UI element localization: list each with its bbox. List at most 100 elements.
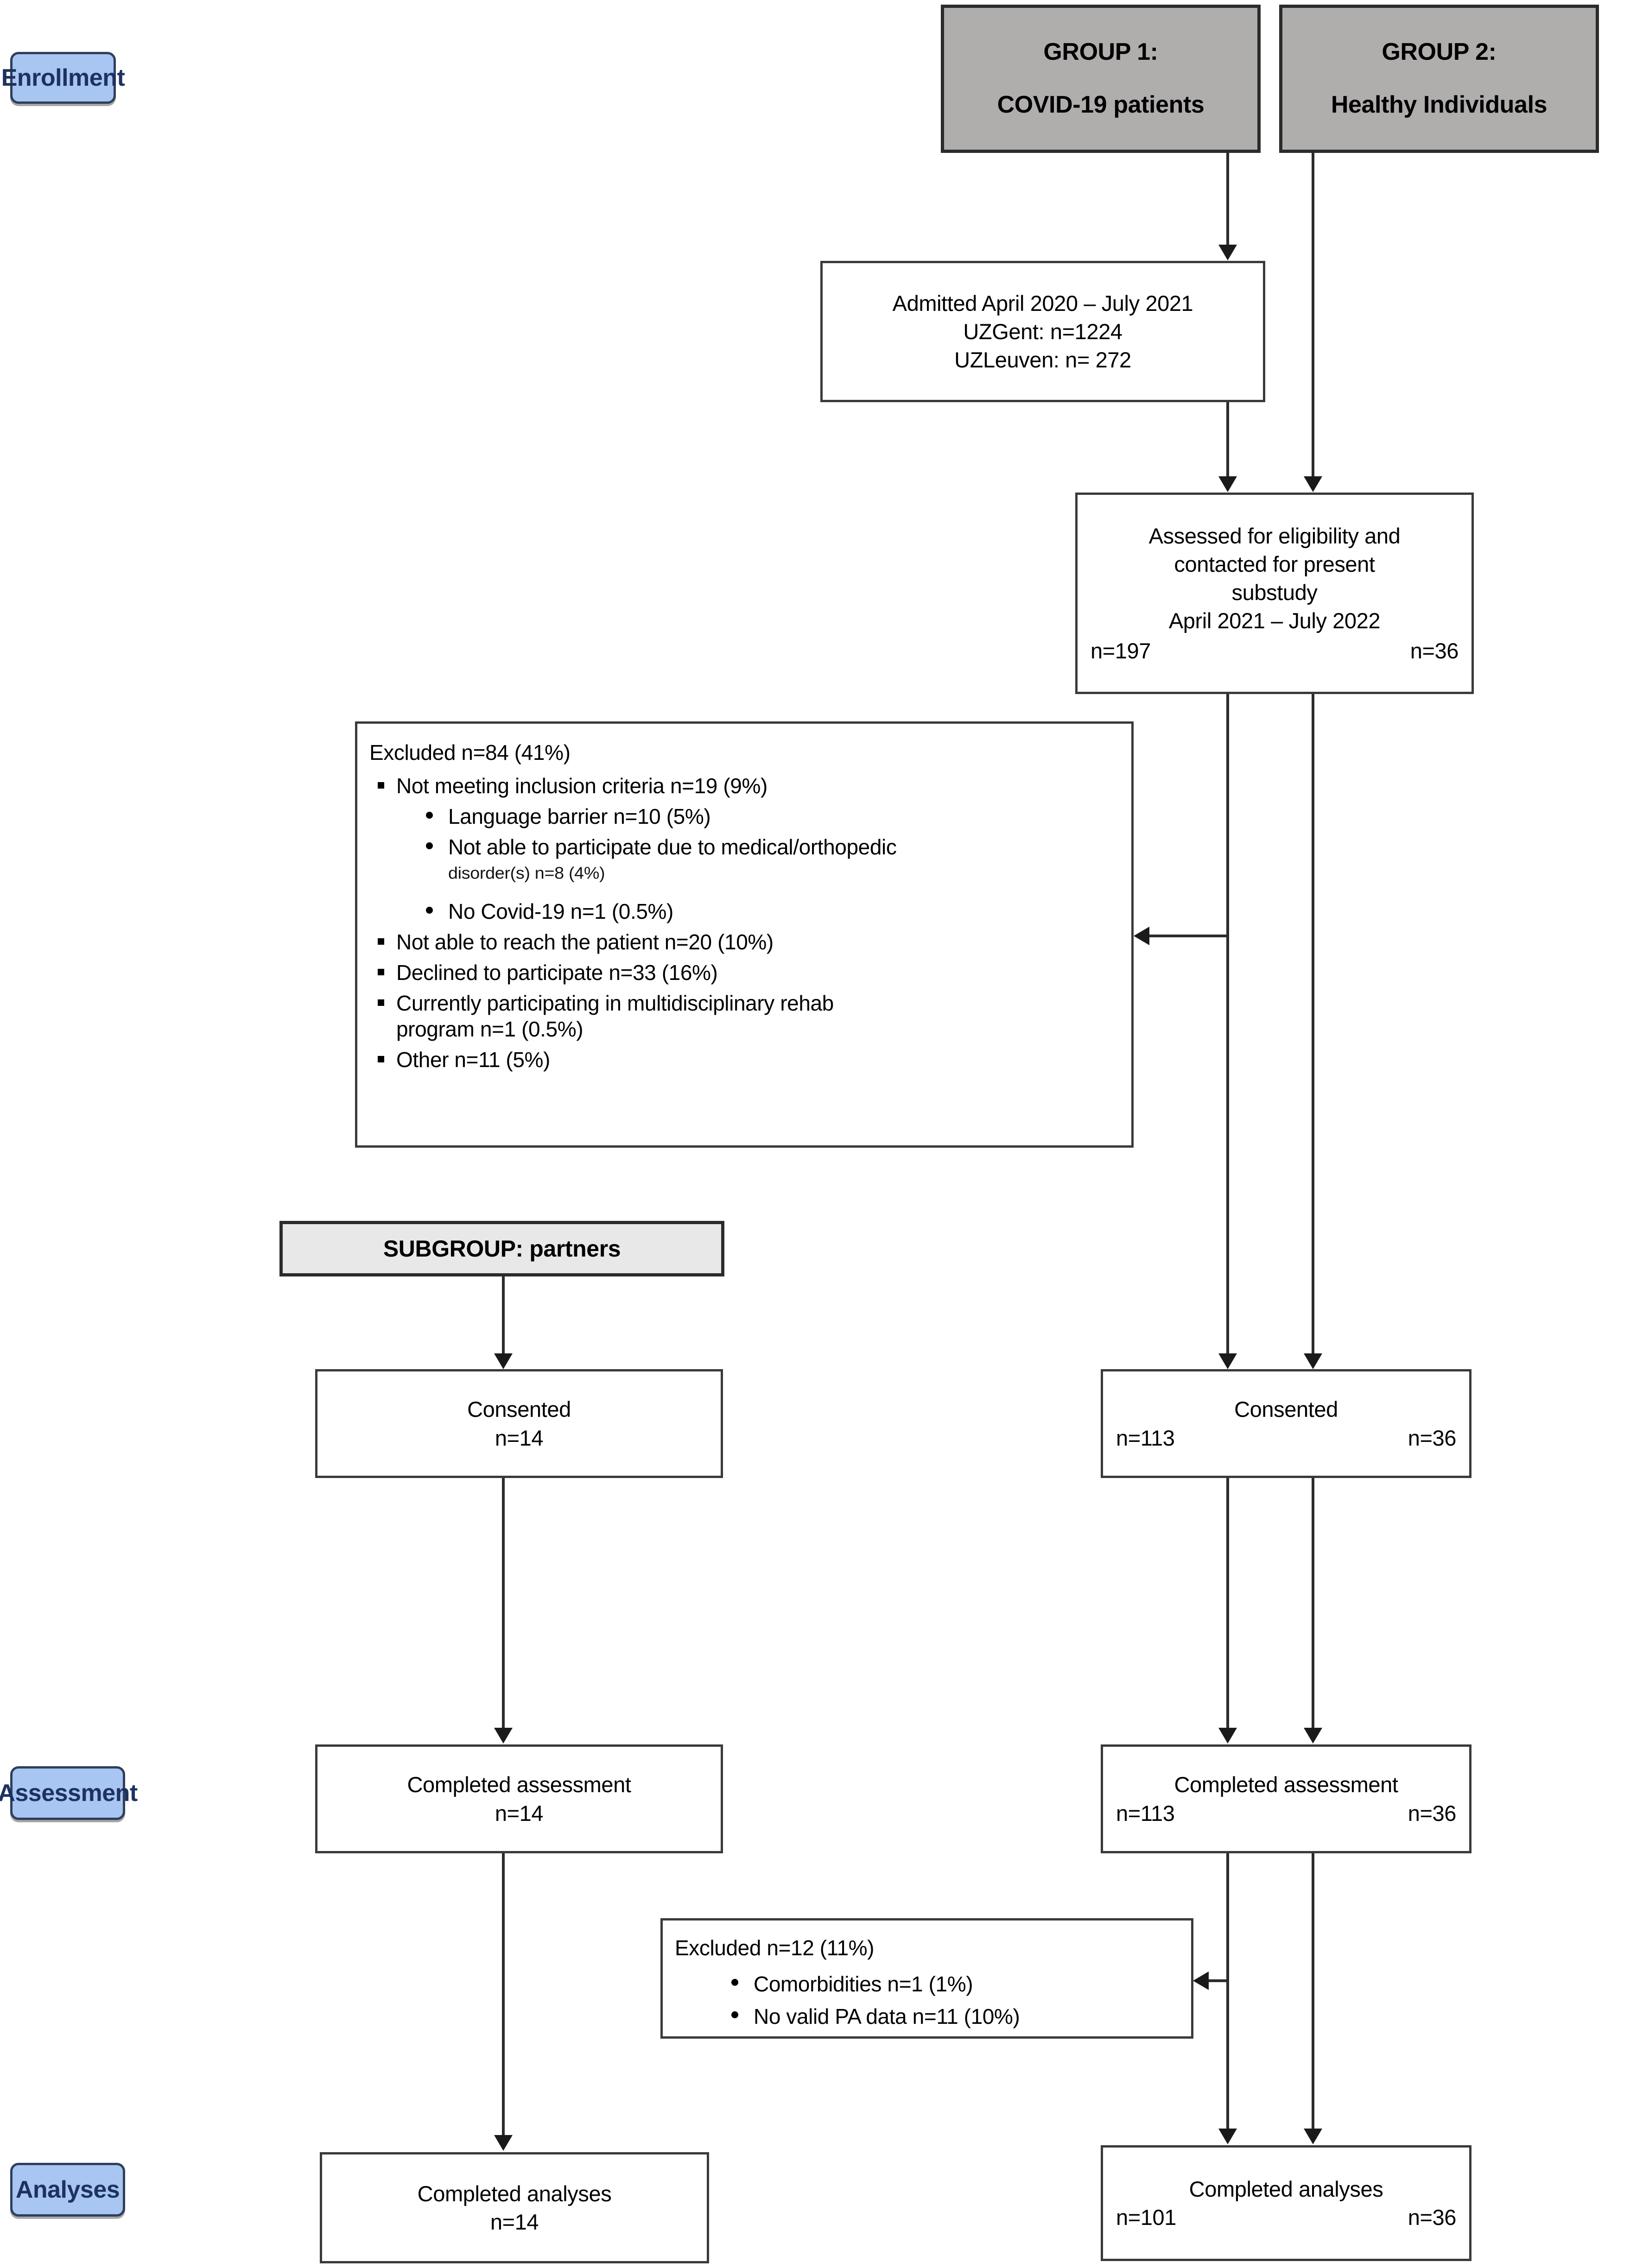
group1-heading: GROUP 1: [1043, 38, 1158, 66]
excluded-enrollment-box: Excluded n=84 (41%) Not meeting inclusio… [355, 721, 1134, 1148]
arrow-consented-to-assessment-partners-icon [494, 1728, 513, 1744]
group2-subheading: Healthy Individuals [1331, 91, 1548, 118]
connector-group1-to-admitted [1226, 153, 1229, 246]
arrow-assessment-to-analyses-partners-icon [494, 2135, 513, 2151]
phase-label-analyses: Analyses [10, 2163, 125, 2217]
consented-main-n-row: n=113 n=36 [1103, 1424, 1469, 1452]
analyses-partners-n: n=14 [490, 2210, 539, 2234]
arrow-group1-to-admitted-icon [1218, 245, 1237, 260]
connector-assessment-to-analyses-main-left [1226, 1853, 1229, 2129]
phase-label-assessment-text: Assessment [0, 1780, 138, 1807]
excluded-item-text: Not able to reach the patient n=20 (10%) [396, 929, 774, 954]
consented-partners-box: Consented n=14 [315, 1369, 723, 1478]
phase-label-analyses-text: Analyses [15, 2176, 120, 2203]
connector-consented-to-assessment-main-right [1312, 1478, 1314, 1729]
assessment-main-box: Completed assessment n=113 n=36 [1101, 1744, 1471, 1853]
group1-subheading: COVID-19 patients [997, 91, 1205, 118]
group2-box: GROUP 2: Healthy Individuals [1279, 5, 1599, 153]
excluded-item: Not able to reach the patient n=20 (10%) [378, 929, 1119, 955]
subgroup-partners-box: SUBGROUP: partners [279, 1221, 724, 1276]
arrow-group2-to-assessed-icon [1304, 476, 1322, 492]
analyses-partners-title: Completed analyses [417, 2181, 612, 2206]
excluded-subitem-text: Language barrier n=10 (5%) [448, 804, 711, 829]
assessed-line-1: Assessed for eligibility and [1148, 523, 1401, 548]
excluded-item: Other n=11 (5%) [378, 1047, 1119, 1073]
phase-label-assessment: Assessment [0, 1766, 138, 1820]
excluded-subitem-text-cont: disorder(s) n=8 (4%) [448, 864, 605, 883]
assessed-line-4: April 2021 – July 2022 [1168, 608, 1381, 633]
consented-partners-title: Consented [467, 1397, 571, 1422]
excluded-item-text: Not meeting inclusion criteria n=19 (9%) [396, 774, 767, 798]
excluded-subitem: No Covid-19 n=1 (0.5%) [426, 898, 1119, 924]
excluded-item-text: Other n=11 (5%) [396, 1048, 550, 1072]
assessment-main-n-row: n=113 n=36 [1103, 1799, 1469, 1827]
excluded-enrollment-heading: Excluded n=84 (41%) [369, 740, 571, 764]
phase-label-enrollment: Enrollment [1, 52, 125, 104]
arrow-consented-to-assessment-main-right-icon [1304, 1728, 1322, 1744]
analyses-main-n-right: n=36 [1408, 2205, 1457, 2230]
connector-to-excluded-assessment [1208, 1979, 1228, 1982]
excluded-subitem: Not able to participate due to medical/o… [426, 834, 1119, 886]
excluded-item: Currently participating in multidiscipli… [378, 990, 1119, 1042]
admitted-line-3: UZLeuven: n= 272 [954, 347, 1131, 373]
excluded-assessment-box: Excluded n=12 (11%) Comorbidities n=1 (1… [660, 1918, 1193, 2039]
group1-box: GROUP 1: COVID-19 patients [941, 5, 1261, 153]
connector-consented-to-assessment-main-left [1226, 1478, 1229, 1729]
excluded-item-text-cont: program n=1 (0.5%) [396, 1017, 584, 1041]
excluded-assessment-item: No valid PA data n=11 (10%) [731, 2003, 1020, 2031]
assessed-n-row: n=197 n=36 [1078, 637, 1471, 665]
assessment-partners-box: Completed assessment n=14 [315, 1744, 723, 1853]
arrow-assessment-to-analyses-main-left-icon [1218, 2129, 1237, 2144]
arrow-admitted-to-assessed-icon [1218, 476, 1237, 492]
excluded-assessment-list: Comorbidities n=1 (1%) No valid PA data … [675, 1966, 1020, 2035]
analyses-main-n-row: n=101 n=36 [1103, 2203, 1469, 2231]
assessed-line-3: substudy [1231, 580, 1318, 605]
connector-assessed-to-consented-left [1226, 694, 1229, 1354]
analyses-main-box: Completed analyses n=101 n=36 [1101, 2145, 1471, 2261]
excluded-subitem-text: Not able to participate due to medical/o… [448, 835, 897, 859]
excluded-subitem: Language barrier n=10 (5%) [426, 803, 1119, 829]
arrow-assessed-to-consented-right-icon [1304, 1353, 1322, 1369]
admitted-line-2: UZGent: n=1224 [963, 319, 1123, 344]
assessed-n-left: n=197 [1091, 638, 1151, 663]
analyses-partners-box: Completed analyses n=14 [320, 2152, 709, 2263]
admitted-line-1: Admitted April 2020 – July 2021 [892, 291, 1193, 316]
assessed-n-right: n=36 [1410, 638, 1459, 663]
arrow-to-excluded-assessment-icon [1193, 1971, 1209, 1990]
excluded-assessment-item: Comorbidities n=1 (1%) [731, 1971, 1020, 1998]
connector-consented-to-assessment-partners [502, 1478, 505, 1729]
connector-assessed-to-consented-right [1312, 694, 1314, 1354]
consented-main-n-right: n=36 [1408, 1425, 1457, 1450]
assessed-line-2: contacted for present [1174, 551, 1375, 576]
consented-main-box: Consented n=113 n=36 [1101, 1369, 1471, 1478]
connector-group2-to-assessed [1312, 153, 1314, 477]
connector-to-excluded-enrollment [1148, 935, 1228, 937]
connector-admitted-to-assessed [1226, 402, 1229, 477]
consented-main-title: Consented [1234, 1397, 1338, 1422]
arrow-assessment-to-analyses-main-right-icon [1304, 2129, 1322, 2144]
excluded-sublist: Language barrier n=10 (5%) Not able to p… [396, 803, 1119, 924]
excluded-item-text: Declined to participate n=33 (16%) [396, 960, 718, 985]
subgroup-label: SUBGROUP: partners [383, 1235, 621, 1262]
excluded-assessment-item-text: No valid PA data n=11 (10%) [754, 2004, 1020, 2028]
assessment-main-title: Completed assessment [1174, 1772, 1398, 1797]
excluded-item: Declined to participate n=33 (16%) [378, 960, 1119, 986]
assessment-partners-title: Completed assessment [407, 1772, 631, 1797]
group2-heading: GROUP 2: [1382, 38, 1497, 66]
phase-label-enrollment-text: Enrollment [1, 64, 125, 91]
excluded-subitem-text: No Covid-19 n=1 (0.5%) [448, 899, 673, 923]
arrow-to-excluded-enrollment-icon [1134, 927, 1149, 945]
connector-assessment-to-analyses-main-right [1312, 1853, 1314, 2129]
excluded-item-text: Currently participating in multidiscipli… [396, 991, 834, 1015]
assessment-partners-n: n=14 [495, 1801, 544, 1826]
consented-partners-n: n=14 [495, 1425, 544, 1450]
analyses-main-n-left: n=101 [1116, 2205, 1177, 2230]
excluded-enrollment-list: Not meeting inclusion criteria n=19 (9%)… [369, 768, 1119, 1077]
analyses-main-title: Completed analyses [1189, 2176, 1383, 2201]
assessment-main-n-right: n=36 [1408, 1801, 1457, 1826]
excluded-assessment-heading: Excluded n=12 (11%) [675, 1936, 875, 1960]
arrow-consented-to-assessment-main-left-icon [1218, 1728, 1237, 1744]
excluded-assessment-item-text: Comorbidities n=1 (1%) [754, 1971, 973, 1996]
connector-assessment-to-analyses-partners [502, 1853, 505, 2136]
